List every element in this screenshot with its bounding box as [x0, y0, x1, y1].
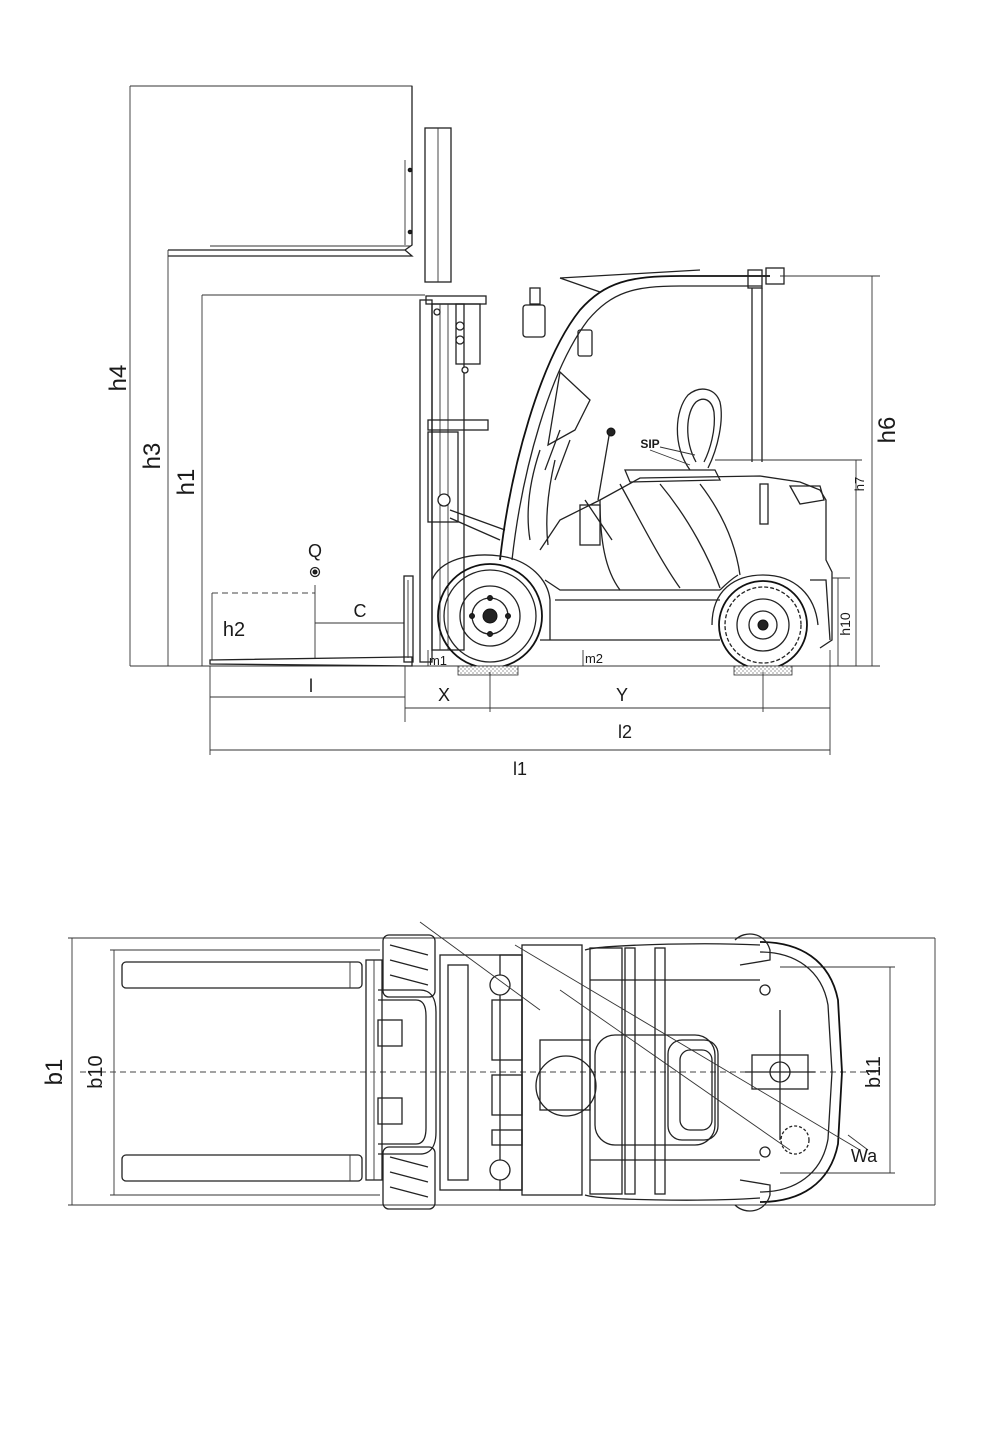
- truck-body: [539, 475, 833, 649]
- wa-leader-line: [514, 944, 861, 1151]
- front-tires-top-view: [365, 934, 436, 1210]
- label-b11: b11: [863, 1056, 885, 1088]
- overhead-guard: [499, 267, 785, 561]
- label-c: C: [354, 601, 367, 621]
- fork-lowered: [209, 575, 414, 667]
- label-m1: m1: [429, 653, 447, 668]
- label-x: X: [438, 685, 450, 705]
- side-view: h4 h3 h1 h2 Q C m1 m2 SIP h6 h7 h10 l X …: [105, 85, 901, 779]
- raised-mast-outline: [130, 85, 452, 283]
- steering-column: [527, 329, 616, 546]
- label-l1: l1: [513, 759, 527, 779]
- forks-top-view: [121, 961, 363, 1182]
- mast: [419, 295, 506, 663]
- label-h1: h1: [173, 469, 200, 496]
- label-h10: h10: [837, 612, 853, 636]
- label-y: Y: [616, 685, 628, 705]
- label-h2: h2: [223, 619, 245, 641]
- label-m2: m2: [585, 651, 603, 666]
- chassis-top-view: [521, 943, 791, 1201]
- label-h3: h3: [139, 443, 166, 470]
- label-sip: SIP: [640, 437, 659, 451]
- label-wa: Wa: [851, 1146, 878, 1166]
- wa-leader-tick: [847, 1134, 869, 1151]
- horizontal-dimensions: [209, 650, 831, 755]
- label-l: l: [309, 676, 313, 696]
- label-h7: h7: [852, 477, 867, 491]
- label-q: Q: [308, 541, 322, 561]
- operator-seat: [624, 388, 722, 483]
- top-view: b1 b10 b11 Wa: [41, 921, 936, 1212]
- counterweight-top-view: [734, 933, 843, 1212]
- label-h6: h6: [874, 417, 901, 444]
- carriage-top-view: [377, 989, 437, 1155]
- label-h4: h4: [105, 365, 132, 392]
- label-l2: l2: [618, 722, 632, 742]
- label-b1: b1: [41, 1059, 68, 1086]
- label-b10: b10: [85, 1055, 107, 1088]
- sip-leader-line: [659, 446, 696, 456]
- rear-wheel: [711, 574, 819, 676]
- front-wheel: [431, 554, 551, 676]
